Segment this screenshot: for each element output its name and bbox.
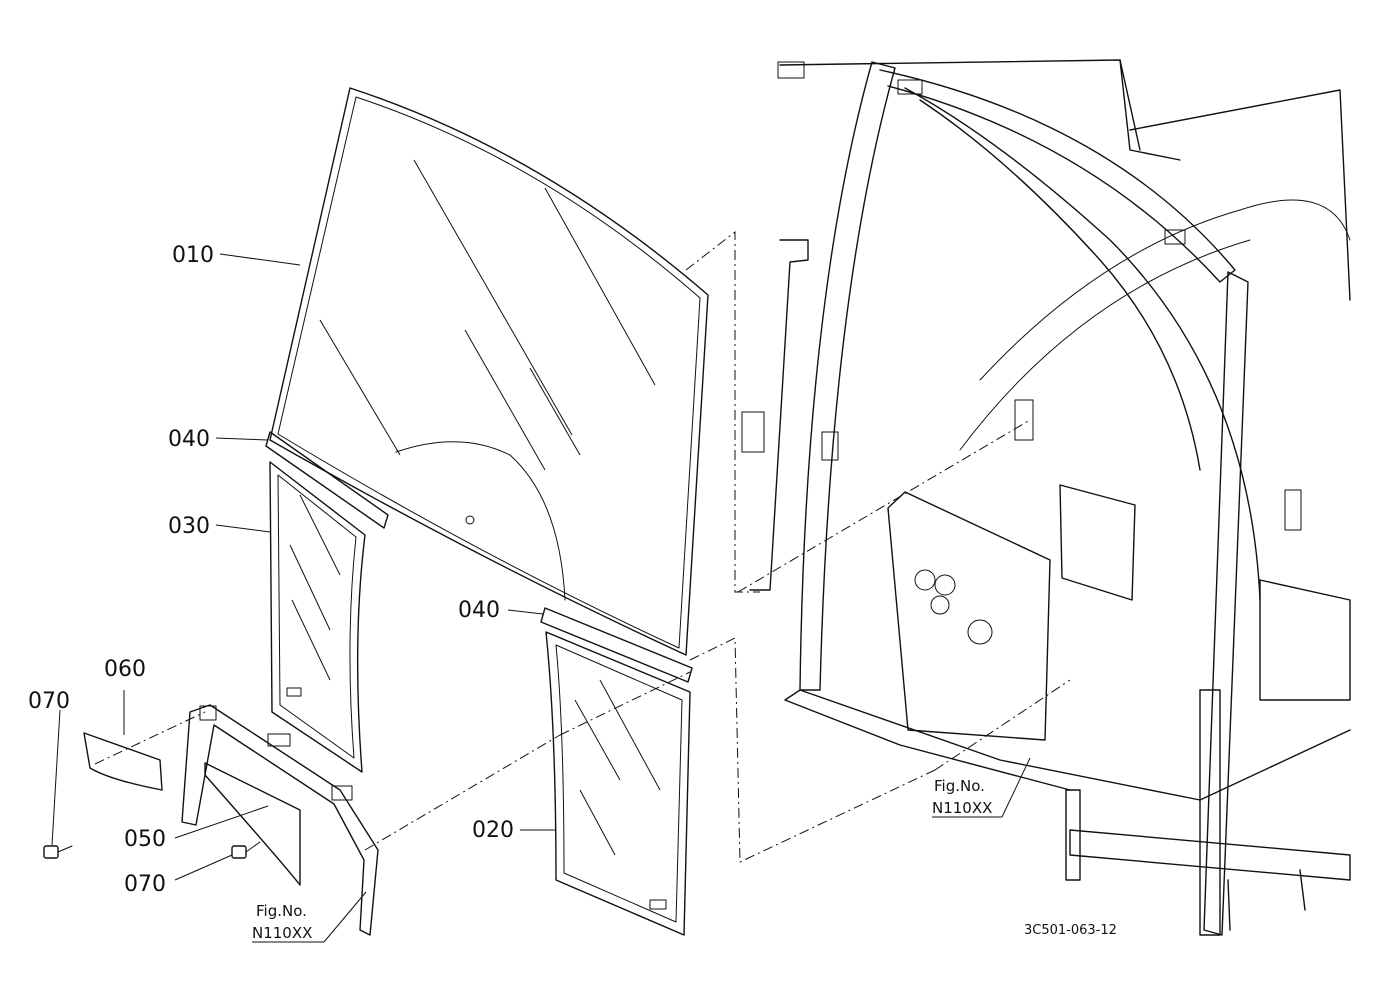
fig-ref-left-line2: N110XX [252,924,312,942]
bolt-070-lower [231,841,261,859]
part-label-040-lower: 040 [458,598,500,623]
fig-ref-right-line1: Fig.No. [934,777,985,795]
seal-strip-040-upper [265,431,389,529]
part-label-010: 010 [172,243,214,268]
seal-strip-040-lower [540,607,693,683]
bracket-plate-060 [83,732,163,791]
part-label-070-upper: 070 [28,689,70,714]
lower-left-glass-030 [269,461,366,773]
part-label-070-lower: 070 [124,872,166,897]
drawing-code: 3C501-063-12 [1024,923,1117,938]
side-bracket-050 [181,704,379,936]
front-windshield-glass-010 [269,87,709,656]
connection-lines [94,230,1071,863]
cab-frame [741,59,1351,936]
part-label-050: 050 [124,827,166,852]
bolt-070-upper [43,845,73,859]
fig-ref-right-line2: N110XX [932,799,992,817]
part-label-020: 020 [472,818,514,843]
part-label-040-upper: 040 [168,427,210,452]
part-label-060: 060 [104,657,146,682]
part-label-030: 030 [168,514,210,539]
lower-right-glass-020 [545,631,691,936]
fig-ref-left-line1: Fig.No. [256,902,307,920]
leader-lines [51,253,1031,943]
